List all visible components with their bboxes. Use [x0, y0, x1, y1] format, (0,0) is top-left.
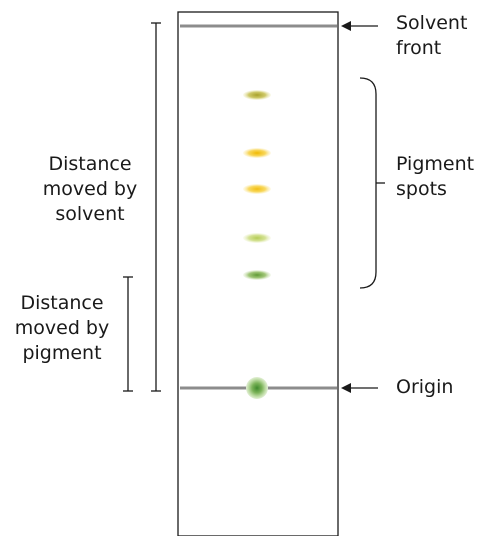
pigment-spots-line-2: spots	[396, 178, 447, 200]
spot-yellow-1	[243, 148, 271, 158]
distance-pigment-line-1: Distance	[20, 292, 104, 314]
spot-light-green	[243, 233, 271, 243]
distance-pigment-line-3: pigment	[22, 342, 102, 364]
distance-pigment-line-2: moved by	[14, 317, 110, 339]
distance-pigment-label: Distance moved by pigment	[2, 291, 122, 366]
origin-label: Origin	[396, 376, 454, 398]
pigment-spots-label: Pigment spots	[396, 152, 474, 202]
origin-spot	[246, 377, 268, 399]
distance-solvent-line-2: moved by	[42, 178, 138, 200]
pigment-bracket	[359, 77, 377, 289]
pigment-distance-marker	[123, 276, 133, 392]
solvent-front-line-1: Solvent	[396, 12, 468, 34]
spot-yellow-2	[243, 184, 271, 194]
distance-solvent-line-3: solvent	[55, 203, 125, 225]
origin-arrow	[341, 383, 378, 393]
distance-solvent-line-1: Distance	[48, 153, 132, 175]
solvent-front-label: Solvent front	[396, 11, 467, 61]
solvent-distance-marker	[151, 22, 161, 392]
pigment-spots-line-1: Pigment	[396, 153, 475, 175]
solvent-front-line-2: front	[396, 37, 442, 59]
spot-green	[243, 270, 271, 280]
spot-olive	[243, 90, 271, 100]
solvent-front-arrow	[341, 21, 378, 31]
distance-solvent-label: Distance moved by solvent	[30, 152, 150, 227]
